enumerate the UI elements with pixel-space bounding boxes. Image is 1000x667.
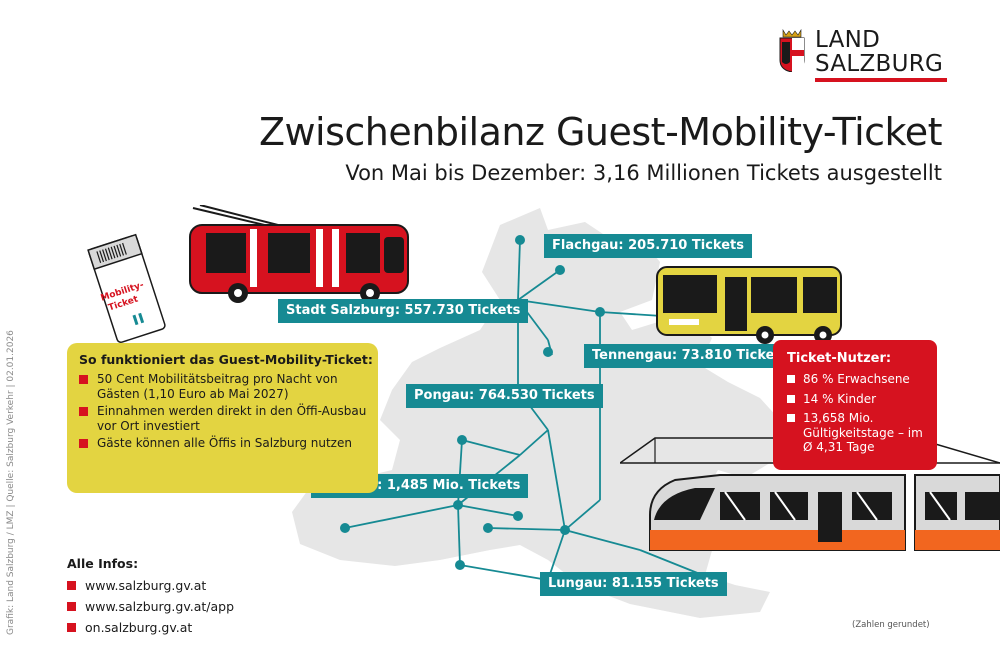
- how-it-works-box: So funktioniert das Guest-Mobility-Ticke…: [67, 343, 378, 493]
- bullet-square-icon: [79, 407, 88, 416]
- ticket-users-item: 86 % Erwachsene: [787, 372, 927, 387]
- ticket-users-box: Ticket-Nutzer: 86 % Erwachsene 14 % Kind…: [773, 340, 937, 470]
- how-it-works-heading: So funktioniert das Guest-Mobility-Ticke…: [79, 352, 373, 367]
- region-label-flachgau: Flachgau: 205.710 Tickets: [544, 234, 752, 258]
- ticket-users-item: 13,658 Mio. Gültigkeitstage – im Ø 4,31 …: [787, 411, 927, 455]
- info-link[interactable]: on.salzburg.gv.at: [67, 620, 192, 636]
- logo-text-land: LAND: [815, 27, 881, 53]
- bullet-square-icon: [67, 602, 76, 611]
- bullet-square-icon: [787, 414, 795, 422]
- how-it-works-item: 50 Cent Mobilitätsbeitrag pro Nacht von …: [79, 372, 368, 401]
- region-label-tennengau: Tennengau: 73.810 Tickets: [584, 344, 797, 368]
- info-link[interactable]: www.salzburg.gv.at: [67, 578, 206, 594]
- bullet-square-icon: [67, 581, 76, 590]
- bullet-square-icon: [787, 375, 795, 383]
- info-link[interactable]: www.salzburg.gv.at/app: [67, 599, 234, 615]
- how-it-works-item: Gäste können alle Öffis in Salzburg nutz…: [79, 436, 368, 451]
- trolleybus-illustration: [189, 205, 409, 303]
- region-label-stadt-salzburg: Stadt Salzburg: 557.730 Tickets: [278, 299, 529, 323]
- page-subtitle: Von Mai bis Dezember: 3,16 Millionen Tic…: [345, 161, 942, 185]
- source-credit: Grafik: Land Salzburg / LMZ | Quelle: Sa…: [6, 330, 16, 635]
- logo-red-bar: [815, 78, 947, 82]
- rounded-note: (Zahlen gerundet): [852, 620, 930, 630]
- bullet-square-icon: [79, 375, 88, 384]
- bullet-square-icon: [79, 439, 88, 448]
- coat-of-arms-icon: [779, 28, 805, 72]
- page-title: Zwischenbilanz Guest-Mobility-Ticket: [258, 110, 943, 154]
- how-it-works-item: Einnahmen werden direkt in den Öffi-Ausb…: [79, 404, 368, 433]
- region-label-lungau: Lungau: 81.155 Tickets: [540, 572, 727, 596]
- ticket-users-heading: Ticket-Nutzer:: [787, 351, 892, 366]
- land-salzburg-logo: LAND SALZBURG: [777, 24, 957, 84]
- bullet-square-icon: [787, 394, 795, 403]
- logo-text-salzburg: SALZBURG: [815, 51, 944, 77]
- ticket-illustration: [87, 233, 166, 344]
- ticket-users-item: 14 % Kinder: [787, 392, 927, 407]
- bullet-square-icon: [67, 623, 76, 632]
- bus-illustration: [656, 266, 842, 344]
- region-label-pongau: Pongau: 764.530 Tickets: [406, 384, 603, 408]
- infos-heading: Alle Infos:: [67, 556, 139, 571]
